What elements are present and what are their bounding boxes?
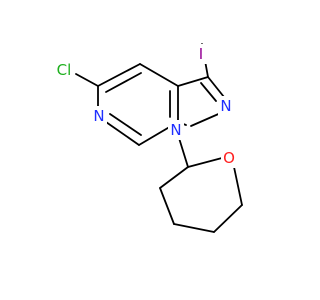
atom-chlorine: Cl <box>50 60 74 80</box>
molecule-diagram: Cl I N N N O <box>50 43 243 233</box>
atom-iodine: I <box>194 44 208 64</box>
bond-c3a-c3 <box>177 76 209 87</box>
bond-n6-c7-double <box>109 113 142 136</box>
bond-n6-c7 <box>105 121 140 146</box>
atom-nitrogen-2: N <box>218 96 234 116</box>
nitrogen-1-label: N <box>170 121 181 139</box>
atom-oxygen: O <box>221 148 237 168</box>
oxygen-label: O <box>223 149 235 167</box>
bond-thp-c3-c2 <box>159 166 189 189</box>
bond-thp-o-c6 <box>233 166 243 206</box>
bond-group <box>75 43 243 233</box>
nitrogen-2-label: N <box>220 97 231 115</box>
bond-c5-cl <box>75 73 99 87</box>
bond-n2-n1 <box>190 111 224 127</box>
atom-nitrogen-1: N <box>168 120 184 140</box>
bond-thp-c5-c4 <box>173 223 215 233</box>
bond-c3-n2-double <box>200 82 217 102</box>
iodine-label: I <box>199 45 203 63</box>
atom-labels: Cl I N N N O <box>50 44 237 168</box>
bond-c3-n2 <box>207 76 225 98</box>
bond-c3a-c4 <box>139 63 179 87</box>
pyridine-nitrogen-label: N <box>93 107 104 125</box>
structure-canvas: Cl I N N N O <box>50 43 243 233</box>
bond-thp-c4-c3 <box>159 187 175 225</box>
bond-thp-c6-c5 <box>213 204 243 233</box>
bond-thp-c2-o <box>187 157 223 168</box>
chlorine-label: Cl <box>57 61 72 79</box>
bond-c5-c4 <box>97 63 141 87</box>
atom-pyridine-nitrogen: N <box>91 106 107 126</box>
bond-n1-c2thp <box>178 137 189 168</box>
bond-c5-c4-double <box>105 72 142 93</box>
